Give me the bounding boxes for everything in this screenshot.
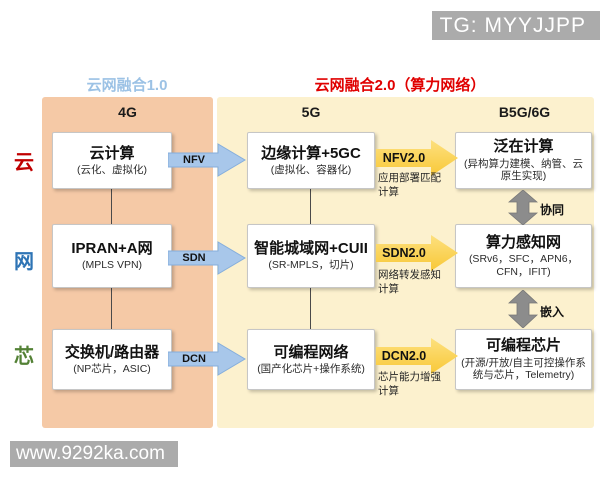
era2-title: 云网融合2.0（算力网络） [314,77,486,94]
right-arrow-icon [168,143,246,177]
yellow-arrow-dcn2: DCN2.0 [376,338,458,374]
column-header-b5g6g: B5G/6G [498,104,551,120]
row-label-network: 网 [14,251,34,273]
box-subtitle: (异构算力建模、纳管、云原生实现) [464,157,583,183]
arrow-label: SDN2.0 [382,246,426,260]
blue-arrow-sdn: SDN [168,241,246,275]
box-smart-metro-network: 智能城域网+CUII (SR-MPLS，切片) [247,224,375,288]
connector-line [310,189,311,224]
column-header-5g: 5G [301,104,321,120]
box-programmable-network: 可编程网络 (国产化芯片+操作系统) [247,329,375,390]
box-subtitle: (SR-MPLS，切片) [268,259,354,272]
right-arrow-icon [168,342,246,376]
yellow-arrow-sdn2: SDN2.0 [376,235,458,271]
row-label-cloud: 云 [14,152,34,174]
arrow-label: NFV [183,154,205,166]
box-title: 交换机/路由器 [64,343,160,361]
box-title: 可编程网络 [273,343,349,361]
blue-arrow-nfv: NFV [168,143,246,177]
connector-line [111,189,112,224]
box-title: 可编程芯片 [485,337,561,355]
arrow-caption: 网络转发感知计算 [378,269,441,295]
watermark-top-badge: TG: MYYJJPP [431,11,600,40]
watermark-bottom-badge: www.9292ka.com [10,441,178,467]
box-title: 泛在计算 [493,138,554,156]
right-arrow-icon [376,338,458,374]
box-computing-aware-network: 算力感知网 (SRv6，SFC，APN6，CFN，IFIT) [455,224,592,288]
connector-line [310,288,311,329]
box-cloud-computing: 云计算 (云化、虚拟化) [52,132,172,189]
box-ipran: IPRAN+A网 (MPLS VPN) [52,224,172,288]
right-arrow-icon [168,241,246,275]
arrow-caption: 应用部署匹配计算 [378,172,441,198]
box-subtitle: (MPLS VPN) [81,259,143,272]
arrow-label: NFV2.0 [382,151,426,165]
column-header-4g: 4G [118,104,137,120]
arrow-caption: 芯片能力增强计算 [378,371,441,397]
arrow-label: SDN [182,252,206,264]
connector-line [111,288,112,329]
right-arrow-icon [376,235,458,271]
gray-arrow-synergy [508,190,538,225]
box-title: 边缘计算+5GC [261,144,361,162]
box-title: IPRAN+A网 [71,240,153,258]
box-subtitle: (NP芯片，ASIC) [73,362,151,375]
arrow-label: DCN [182,353,206,365]
gray-arrow-embed [508,290,538,328]
box-title: 智能城域网+CUII [254,240,368,258]
box-subtitle: (虚拟化、容器化) [270,163,352,176]
box-programmable-chip: 可编程芯片 (开源/开放/自主可控操作系统与芯片，Telemetry) [455,329,592,390]
box-title: 算力感知网 [485,233,561,251]
era1-title: 云网融合1.0 [86,77,168,94]
blue-arrow-dcn: DCN [168,342,246,376]
synergy-label: 协同 [540,203,565,217]
box-edge-computing: 边缘计算+5GC (虚拟化、容器化) [247,132,375,189]
double-arrow-icon [508,290,538,328]
box-title: 云计算 [89,144,135,162]
box-subtitle: (开源/开放/自主可控操作系统与芯片，Telemetry) [461,356,586,382]
yellow-arrow-nfv2: NFV2.0 [376,140,458,176]
double-arrow-icon [508,190,538,225]
box-subtitle: (云化、虚拟化) [77,163,147,176]
embed-label: 嵌入 [540,305,565,319]
arrow-label: DCN2.0 [381,349,427,363]
box-subtitle: (国产化芯片+操作系统) [257,362,365,375]
box-subtitle: (SRv6，SFC，APN6，CFN，IFIT) [468,253,579,278]
box-switch-router: 交换机/路由器 (NP芯片，ASIC) [52,329,172,390]
row-label-chip: 芯 [14,346,34,368]
box-ubiquitous-computing: 泛在计算 (异构算力建模、纳管、云原生实现) [455,132,592,189]
right-arrow-icon [376,140,458,176]
